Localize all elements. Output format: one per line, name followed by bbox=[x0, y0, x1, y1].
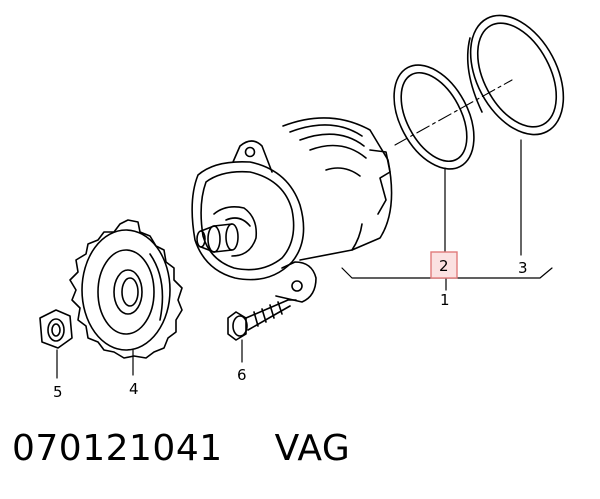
drive-gear-part-4 bbox=[69, 219, 183, 359]
callout-label-5: 5 bbox=[53, 383, 63, 401]
large-o-ring-part-3 bbox=[466, 14, 565, 136]
screw-part-6 bbox=[227, 299, 297, 341]
small-o-ring-part-2 bbox=[393, 64, 475, 170]
part-number: 070121041 bbox=[12, 428, 223, 469]
assembly-axis-line bbox=[394, 79, 513, 146]
part-number-caption: 070121041 VAG bbox=[12, 428, 350, 469]
hex-nut-part-5 bbox=[39, 309, 73, 349]
callout-2-highlight bbox=[430, 251, 458, 279]
callout-label-4: 4 bbox=[129, 380, 139, 398]
callout-label-1: 1 bbox=[440, 291, 450, 309]
callout-label-2: 2 bbox=[439, 257, 449, 275]
callout-label-6: 6 bbox=[237, 366, 247, 384]
brand-name: VAG bbox=[274, 428, 351, 469]
water-pump-housing-part-1 bbox=[191, 117, 393, 303]
callout-label-3: 3 bbox=[518, 259, 528, 277]
